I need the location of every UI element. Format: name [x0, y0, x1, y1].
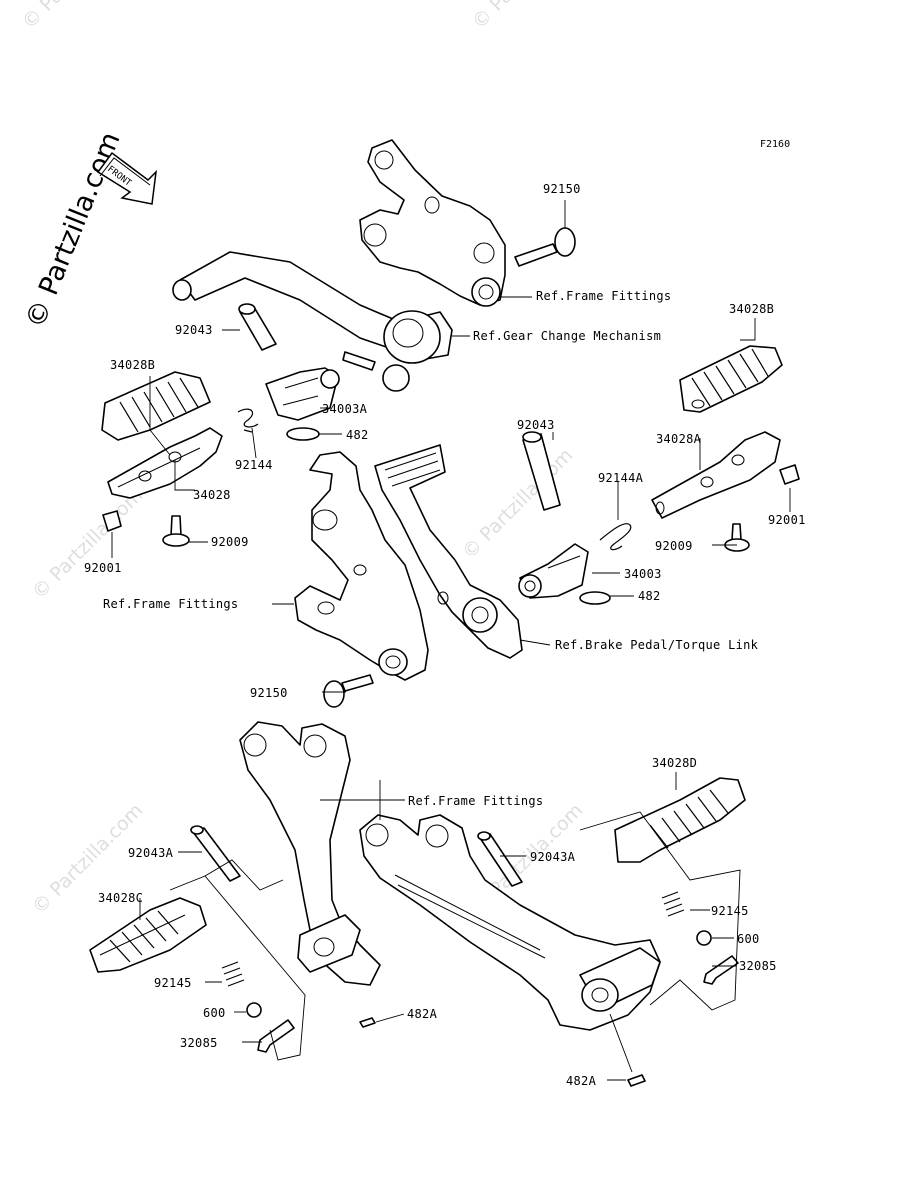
- cap-92001-left: [102, 510, 122, 532]
- label-34003A: 34003A: [322, 402, 368, 416]
- footpeg-34028C: [89, 897, 207, 973]
- figure-code: F2160: [760, 139, 790, 150]
- brake-pedal: [374, 444, 523, 659]
- bolt-92009-left: [162, 515, 190, 547]
- passenger-bracket-left: [239, 721, 381, 986]
- holder-34003: [518, 543, 589, 599]
- leader-lines: [111, 200, 791, 1081]
- clip-482A-right: [627, 1074, 646, 1087]
- label-34028C: 34028C: [98, 891, 143, 905]
- label-482-left: 482: [346, 428, 369, 442]
- watermark-text: © Partzilla.com: [18, 0, 137, 34]
- label-600-right: 600: [737, 932, 760, 946]
- label-ref-frame-low: Ref.Frame Fittings: [408, 794, 543, 808]
- label-92001-left: 92001: [84, 561, 122, 575]
- rear-set-bracket-upper: [359, 139, 506, 307]
- footpeg-34028A: [651, 431, 781, 519]
- label-34028A: 34028A: [656, 432, 702, 446]
- pin-92043A-right: [477, 831, 523, 887]
- spring-92145-left: [221, 961, 245, 987]
- label-34028D: 34028D: [652, 756, 697, 770]
- footpeg-rubber-34028B-right: [679, 345, 783, 413]
- spring-92144A: [599, 523, 632, 551]
- label-482A-right: 482A: [566, 1074, 597, 1088]
- footpeg-34028: [107, 427, 223, 499]
- footpeg-34028D: [614, 777, 746, 863]
- label-ref-gear: Ref.Gear Change Mechanism: [473, 329, 661, 343]
- part-labels: 92150 Ref.Frame Fittings Ref.Gear Change…: [84, 182, 806, 1088]
- bolt-92150-mid: [323, 674, 374, 708]
- label-92043-right: 92043: [517, 418, 555, 432]
- ball-600-left: [246, 1002, 262, 1018]
- label-34003: 34003: [624, 567, 662, 581]
- label-32085-left: 32085: [180, 1036, 218, 1050]
- plate-32085-right: [703, 955, 739, 985]
- label-ref-frame-mid: Ref.Frame Fittings: [103, 597, 238, 611]
- label-34028B-left: 34028B: [110, 358, 155, 372]
- label-482-right: 482: [638, 589, 661, 603]
- cap-92001-right: [779, 464, 800, 485]
- label-600-left: 600: [203, 1006, 226, 1020]
- label-92043-left: 92043: [175, 323, 213, 337]
- plate-32085-left: [257, 1019, 295, 1053]
- label-92009-right: 92009: [655, 539, 693, 553]
- ball-600-right: [696, 930, 712, 946]
- bolt-92009-right: [724, 523, 750, 552]
- label-92144A: 92144A: [598, 471, 644, 485]
- label-92009-left: 92009: [211, 535, 249, 549]
- bolt-92150-top: [514, 227, 576, 267]
- footpeg-rubber-34028B-left: [101, 371, 211, 441]
- washer-482-right: [579, 591, 611, 605]
- rear-set-bracket-mid: [294, 451, 429, 681]
- label-92043A-left: 92043A: [128, 846, 174, 860]
- label-92150-top: 92150: [543, 182, 581, 196]
- label-92144: 92144: [235, 458, 273, 472]
- label-34028B-right: 34028B: [729, 302, 774, 316]
- label-34028: 34028: [193, 488, 231, 502]
- label-92145-right: 92145: [711, 904, 749, 918]
- label-482A-left: 482A: [407, 1007, 438, 1021]
- label-92043A-right: 92043A: [530, 850, 576, 864]
- label-92145-left: 92145: [154, 976, 192, 990]
- label-92001-right: 92001: [768, 513, 806, 527]
- shift-lever: [172, 251, 453, 392]
- washer-482-left: [286, 427, 320, 441]
- pin-92043-left: [238, 303, 277, 351]
- pin-92043A-left: [190, 825, 241, 882]
- watermark-text: © Partzilla.com: [28, 484, 147, 603]
- label-ref-frame-top: Ref.Frame Fittings: [536, 289, 671, 303]
- watermark-text: © Partzilla.com: [468, 0, 587, 34]
- pin-92043-right: [522, 431, 561, 511]
- clip-482A-left: [359, 1017, 376, 1028]
- label-ref-brake: Ref.Brake Pedal/Torque Link: [555, 638, 759, 652]
- label-92150-mid: 92150: [250, 686, 288, 700]
- spring-92144: [237, 408, 259, 433]
- spring-92145-right: [661, 891, 685, 917]
- holder-34003A: [265, 367, 340, 421]
- label-32085-right: 32085: [739, 959, 777, 973]
- passenger-bracket-right: [359, 814, 661, 1031]
